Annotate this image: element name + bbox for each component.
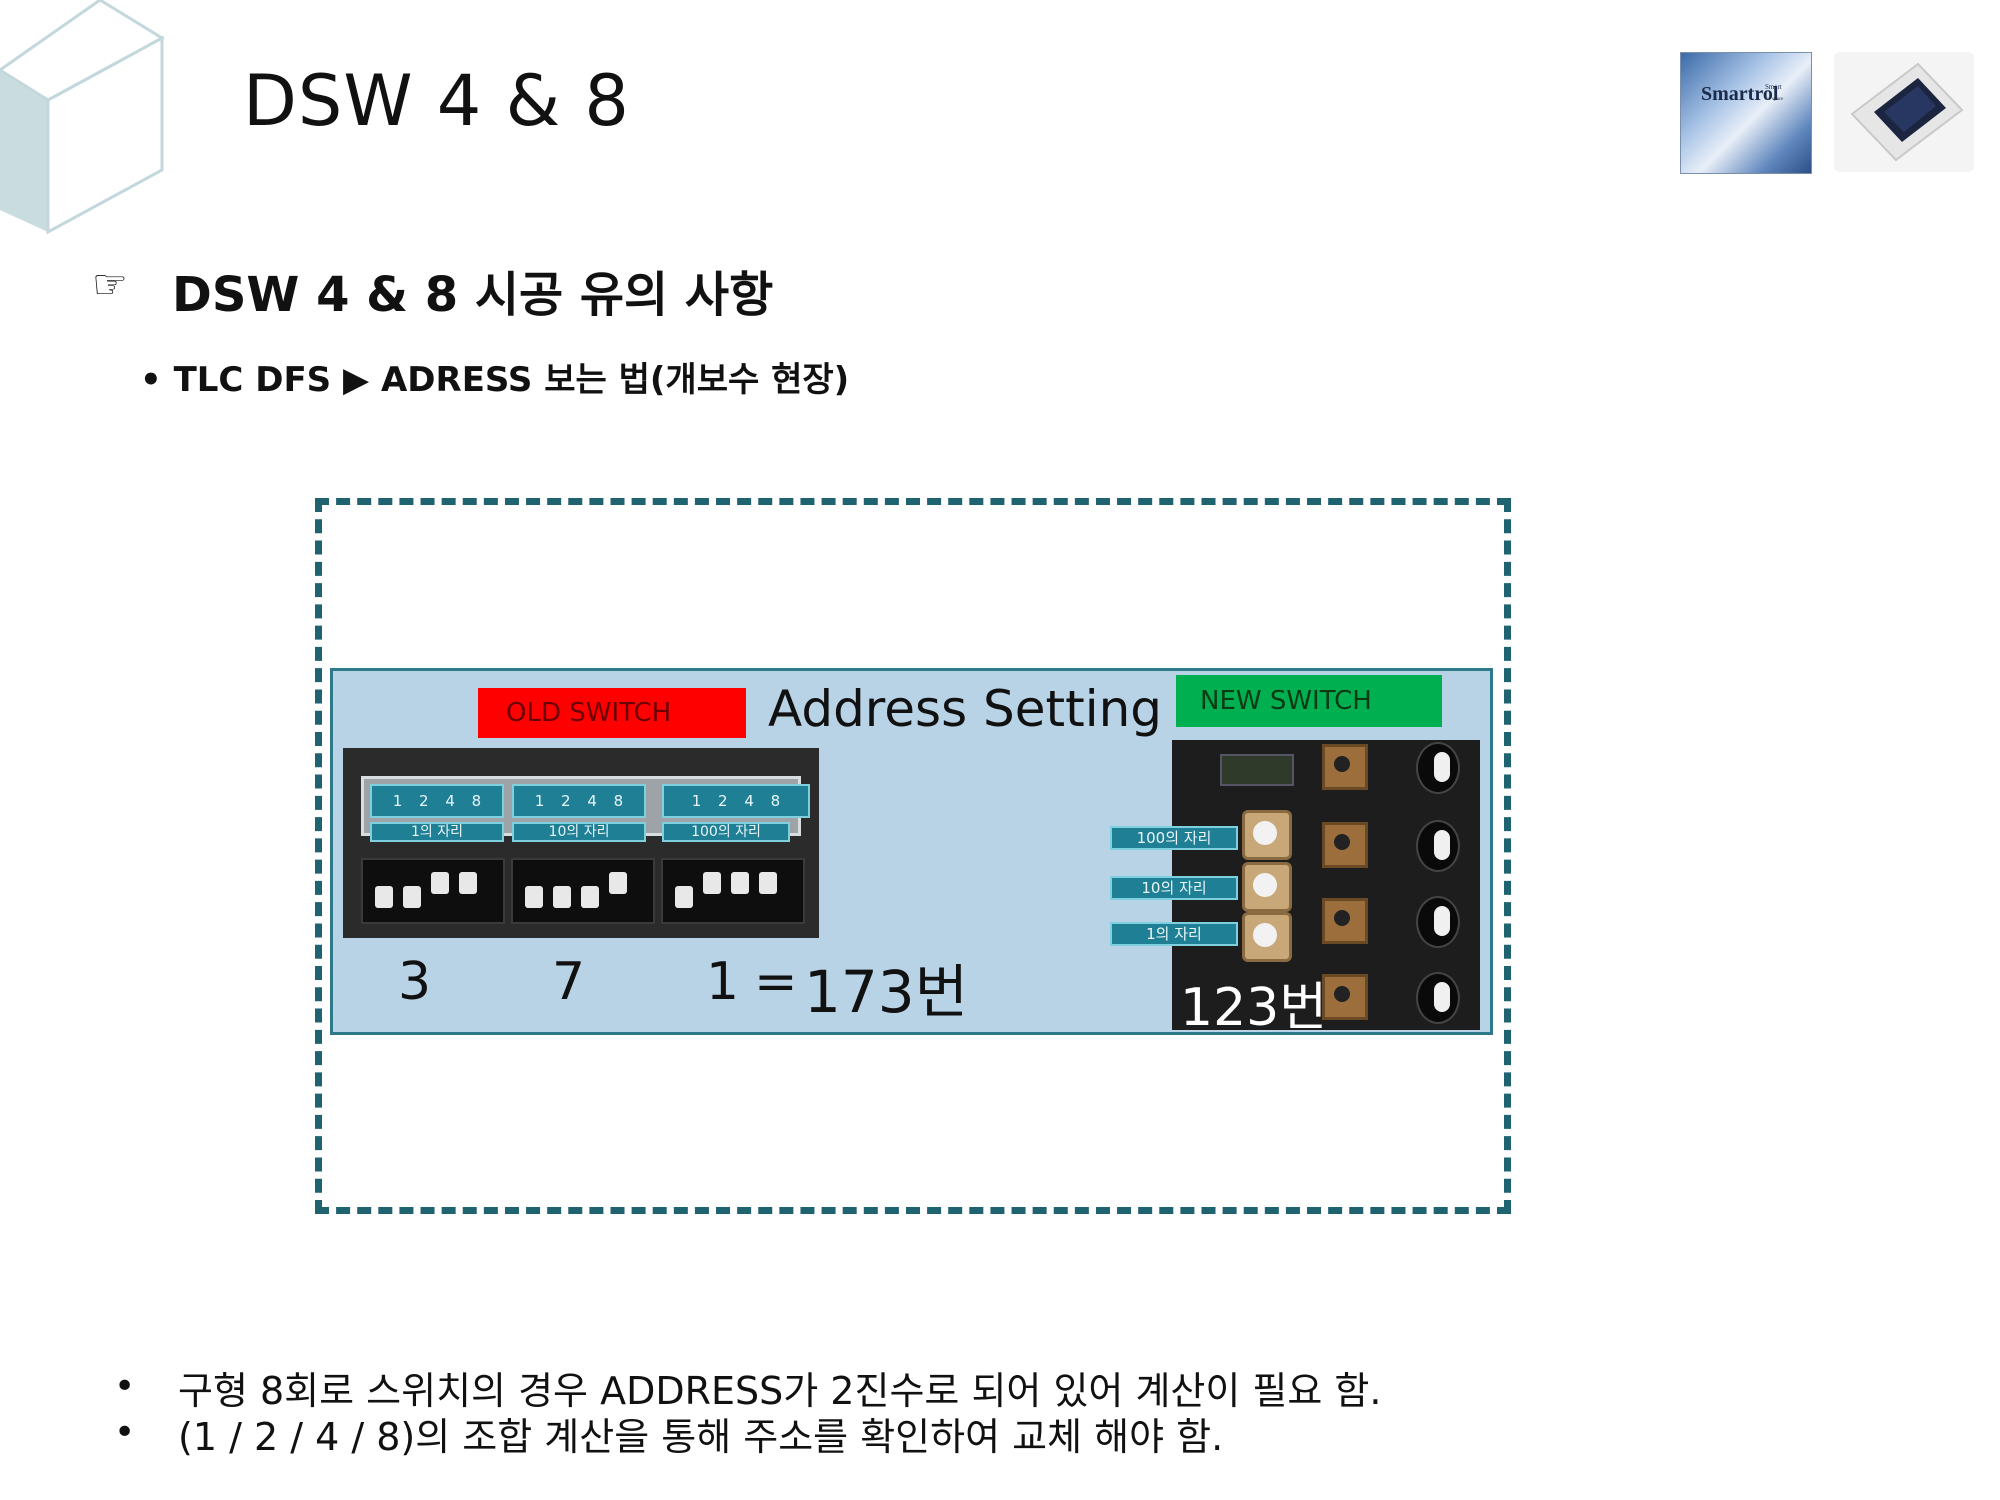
dip-lever xyxy=(675,886,693,908)
bullet-dot: • xyxy=(114,1412,136,1453)
dip-lever xyxy=(375,886,393,908)
cube-decoration xyxy=(0,0,165,235)
touch-panel-icon xyxy=(1850,62,1964,162)
place-tag-1: 1의 자리 xyxy=(370,822,504,842)
dip-lever xyxy=(459,872,477,894)
led-head xyxy=(1434,906,1450,936)
smartrol-logo: Smartrol Smart for space xyxy=(1680,52,1812,174)
led xyxy=(1416,820,1460,872)
led xyxy=(1416,972,1460,1024)
bullet-dot: • xyxy=(114,1366,136,1407)
led-head xyxy=(1434,752,1450,782)
old-address-result: 173번 xyxy=(804,958,969,1026)
new-place-tag-ones: 1의 자리 xyxy=(1110,922,1238,946)
old-switch-photo xyxy=(343,748,819,938)
bullet-text-1: 구형 8회로 스위치의 경우 ADDRESS가 2진수로 되어 있어 계산이 필… xyxy=(178,1369,1382,1413)
led xyxy=(1416,896,1460,948)
push-button xyxy=(1322,898,1368,944)
dip-bank-1 xyxy=(361,858,505,924)
digit-tens: 7 xyxy=(552,952,586,1012)
push-cap xyxy=(1334,910,1350,926)
bits-tag-1: 1 2 4 8 xyxy=(370,784,504,818)
dip-lever xyxy=(609,872,627,894)
dip-lever xyxy=(759,872,777,894)
rotary-dial xyxy=(1253,821,1277,845)
logo-brand-text: Smartrol xyxy=(1701,83,1779,105)
digit-hundreds: 1 xyxy=(706,952,740,1012)
sub-heading: • TLC DFS ▶ ADRESS 보는 법(개보수 현장) xyxy=(140,360,850,400)
dashed-frame xyxy=(315,498,1511,1214)
section-heading: DSW 4 & 8 시공 유의 사항 xyxy=(172,267,774,323)
led xyxy=(1416,742,1460,794)
place-tag-2: 10의 자리 xyxy=(512,822,646,842)
push-button xyxy=(1322,974,1368,1020)
old-switch-label: OLD SWITCH xyxy=(478,688,746,738)
rotary-switch-ones xyxy=(1242,912,1292,962)
logo-sub-text-2: for space xyxy=(1765,97,1784,102)
dip-header xyxy=(1220,754,1294,786)
rotary-dial xyxy=(1253,873,1277,897)
digit-ones: 3 xyxy=(398,952,432,1012)
address-setting-title: Address Setting xyxy=(768,680,1163,738)
rotary-switch-hundreds xyxy=(1242,810,1292,860)
push-cap xyxy=(1334,756,1350,772)
new-place-tag-hundreds: 100의 자리 xyxy=(1110,826,1238,850)
dip-lever xyxy=(431,872,449,894)
push-cap xyxy=(1334,834,1350,850)
push-button xyxy=(1322,822,1368,868)
equals-sign: = xyxy=(754,952,798,1012)
new-address-result: 123번 xyxy=(1180,978,1328,1038)
logo-sub-text: Smart xyxy=(1765,83,1782,91)
new-switch-label: NEW SWITCH xyxy=(1176,675,1442,727)
slide-title: DSW 4 & 8 xyxy=(243,60,630,142)
dip-lever xyxy=(581,886,599,908)
led-head xyxy=(1434,830,1450,860)
push-cap xyxy=(1334,986,1350,1002)
bits-tag-2: 1 2 4 8 xyxy=(512,784,646,818)
new-switch-photo xyxy=(1172,740,1480,1030)
dip-bank-2 xyxy=(511,858,655,924)
bullet-text-2: (1 / 2 / 4 / 8)의 조합 계산을 통해 주소를 확인하여 교체 해… xyxy=(178,1415,1224,1459)
bits-tag-3: 1 2 4 8 xyxy=(662,784,810,818)
dip-lever xyxy=(403,886,421,908)
dip-lever xyxy=(731,872,749,894)
rotary-dial xyxy=(1253,923,1277,947)
pointing-hand-icon: ☞ xyxy=(92,262,128,308)
new-place-tag-tens: 10의 자리 xyxy=(1110,876,1238,900)
dip-bank-3 xyxy=(661,858,805,924)
dip-lever xyxy=(525,886,543,908)
dip-lever xyxy=(553,886,571,908)
dip-lever xyxy=(703,872,721,894)
led-head xyxy=(1434,982,1450,1012)
push-button xyxy=(1322,744,1368,790)
place-tag-3: 100의 자리 xyxy=(662,822,790,842)
device-image xyxy=(1834,52,1974,172)
rotary-switch-tens xyxy=(1242,862,1292,912)
